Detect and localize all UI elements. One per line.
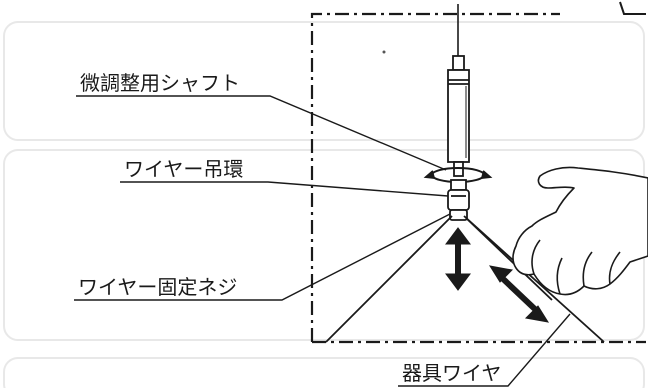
- label-wire-ring: ワイヤー吊環: [124, 157, 243, 181]
- label-wire-fixing-screw: ワイヤー固定ネジ: [78, 275, 237, 299]
- fixture-wires: [325, 215, 605, 343]
- adjustment-shaft: [447, 55, 470, 177]
- label-adjustment-shaft: 微調整用シャフト: [80, 71, 240, 95]
- detail-frame: [310, 12, 646, 344]
- leader-wire-screw: [74, 213, 451, 301]
- leader-shaft: [76, 95, 447, 171]
- label-fixture-wire: 器具ワイヤ: [402, 361, 501, 385]
- vertical-double-arrow-icon: [445, 227, 471, 291]
- speck: [382, 50, 386, 54]
- diagonal-double-arrow-icon: [488, 265, 550, 323]
- frame-corner-mark: [619, 1, 646, 15]
- leader-wire-ring: [120, 181, 449, 197]
- wire-ring-assembly: [447, 179, 470, 221]
- leader-fixture-wire: [398, 313, 571, 387]
- leader-lines: [74, 95, 571, 387]
- hand-illustration: [512, 166, 648, 296]
